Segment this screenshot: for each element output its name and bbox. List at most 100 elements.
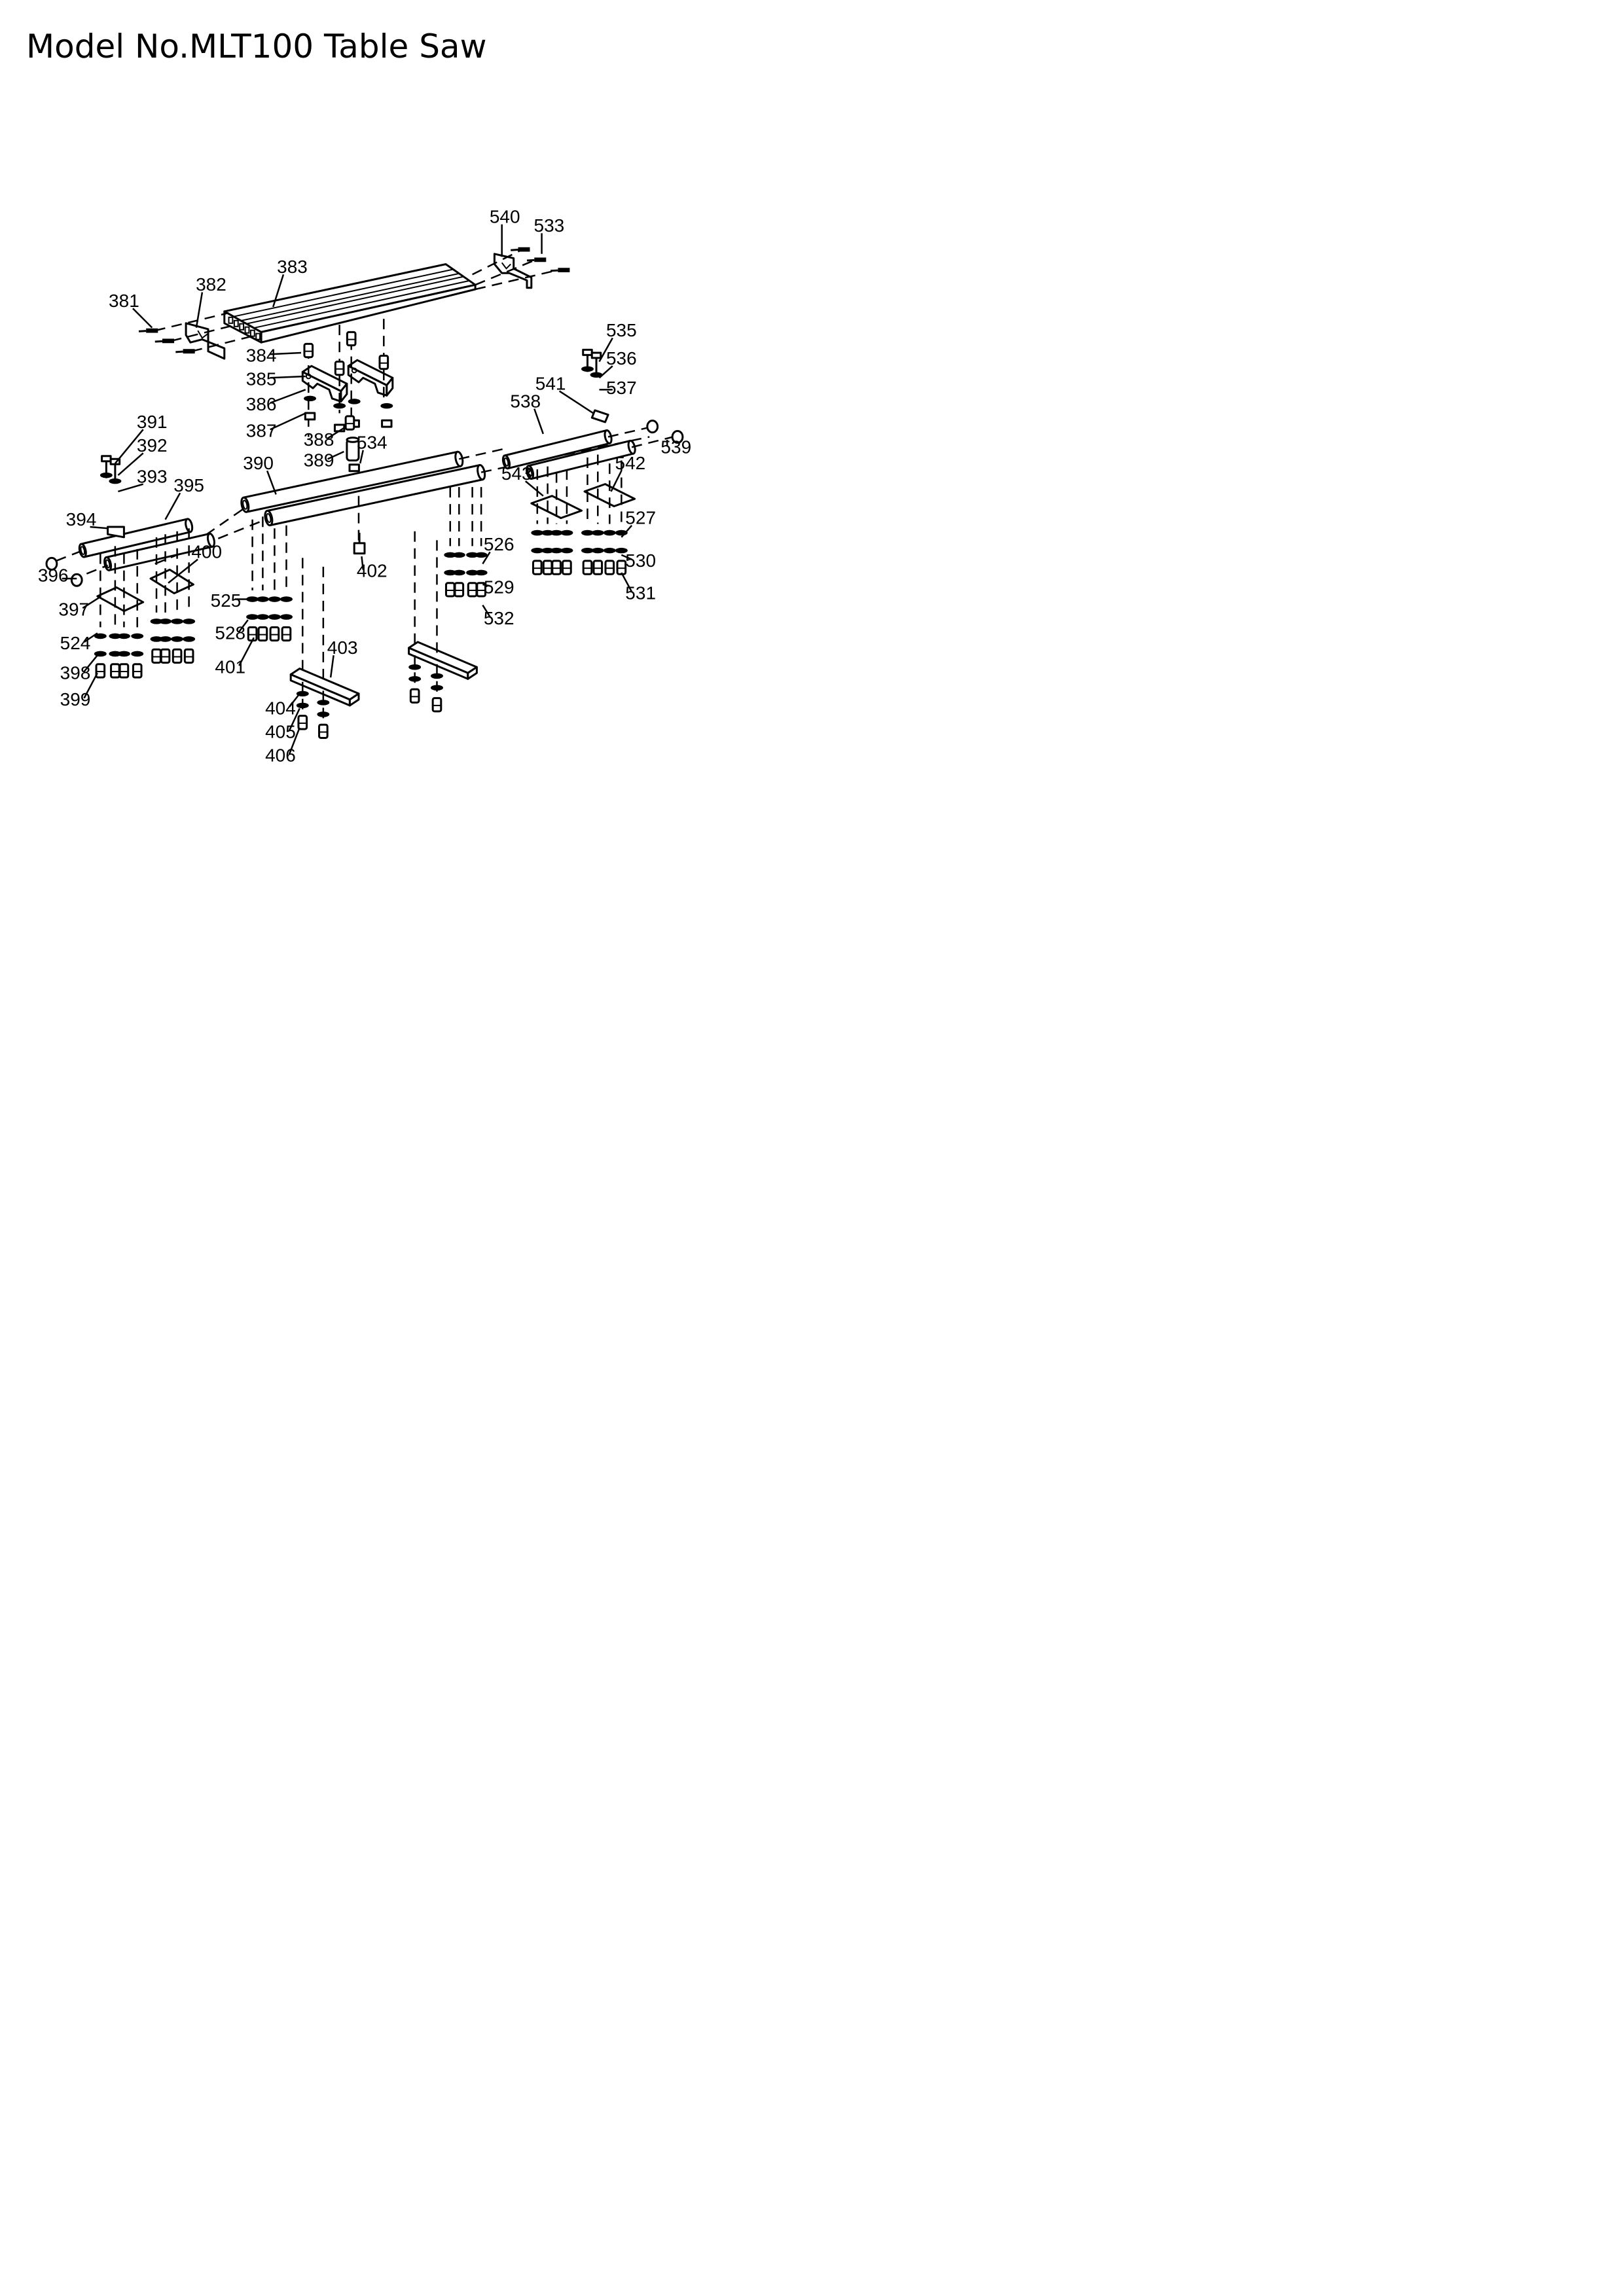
washer-icon: [94, 633, 107, 639]
end-cap-539-b: [671, 429, 684, 444]
part-number-399: 399: [60, 689, 91, 709]
washer-icon: [591, 547, 604, 554]
bolt-icon: [247, 626, 258, 642]
leader-line-385: [270, 375, 306, 379]
part-number-532: 532: [484, 608, 514, 628]
diagram-hardware: [94, 247, 628, 739]
washer-icon: [159, 636, 172, 642]
washer-icon: [183, 636, 196, 642]
dashed-assembly-line: [459, 448, 505, 460]
bolt-icon: [431, 697, 442, 713]
leader-line-543: [524, 480, 544, 497]
leader-line-389: [327, 450, 344, 460]
washer-icon: [531, 529, 544, 536]
mounting-plate-400: [149, 568, 194, 594]
part-number-527: 527: [625, 508, 656, 528]
bolt-icon: [269, 626, 280, 642]
bolt-icon: [551, 560, 562, 575]
dashed-assembly-line: [171, 323, 237, 342]
bolt-icon: [582, 560, 593, 575]
leader-line-538: [533, 408, 545, 435]
washer-icon: [256, 614, 269, 620]
dashed-assembly-line: [472, 250, 520, 276]
leader-line-383: [272, 274, 285, 308]
part-number-542: 542: [615, 453, 646, 473]
screw-tip-icon: [550, 268, 570, 272]
part-number-535: 535: [606, 320, 637, 340]
bolt-icon: [378, 354, 389, 370]
washer-icon: [603, 547, 616, 554]
bolt-icon: [257, 626, 268, 642]
part-number-401: 401: [215, 656, 245, 677]
part-number-385: 385: [246, 369, 277, 389]
part-number-394: 394: [66, 509, 97, 529]
leader-line-386: [270, 389, 306, 404]
washer-icon: [541, 529, 554, 536]
dashed-assembly-line: [154, 312, 229, 332]
leader-line-405: [288, 708, 300, 731]
washer-icon: [171, 619, 184, 624]
rail-bracket-541: [590, 409, 609, 423]
leader-line-530: [621, 554, 632, 560]
washer-icon: [131, 651, 144, 657]
dashed-assembly-line: [475, 269, 558, 291]
leader-line-390: [266, 470, 277, 495]
bolt-icon: [532, 560, 543, 575]
part-number-390: 390: [243, 453, 274, 473]
leader-line-401: [238, 637, 255, 666]
bolt-icon: [318, 723, 329, 739]
leader-line-531: [621, 572, 633, 592]
washer-icon: [183, 619, 196, 624]
washer-icon: [99, 472, 113, 478]
washer-icon: [408, 676, 422, 682]
part-number-538: 538: [510, 391, 541, 411]
part-number-384: 384: [246, 345, 277, 365]
side-rail-538-upper: [501, 429, 613, 470]
washer-icon: [131, 633, 144, 639]
washer-icon: [591, 529, 604, 536]
washer-icon: [380, 403, 393, 409]
washer-icon: [268, 596, 281, 602]
bolt-icon: [604, 560, 615, 575]
part-number-389: 389: [304, 450, 334, 471]
washer-icon: [590, 372, 603, 378]
part-number-529: 529: [484, 577, 514, 598]
washer-icon: [109, 633, 122, 639]
washer-icon: [171, 636, 184, 642]
extension-table-383: [223, 263, 477, 344]
leader-line-406: [288, 727, 300, 755]
leader-line-382: [195, 292, 204, 328]
leader-line-391: [114, 429, 144, 464]
washer-icon: [560, 529, 573, 536]
washer-icon: [150, 619, 163, 624]
washer-icon: [117, 633, 130, 639]
leader-line-400: [168, 558, 198, 584]
bolt-icon: [344, 415, 355, 431]
washer-icon: [296, 702, 309, 709]
bolt-icon: [444, 582, 456, 598]
leader-line-535: [598, 337, 613, 363]
mounting-bracket-385: [347, 359, 394, 397]
side-rail-395-lower: [103, 532, 215, 571]
part-number-537: 537: [606, 378, 637, 398]
part-number-536: 536: [606, 348, 637, 368]
main-rail-390-lower: [264, 464, 486, 527]
leader-line-532: [482, 604, 491, 618]
part-number-393: 393: [137, 466, 168, 486]
part-number-539: 539: [660, 437, 691, 457]
mounting-plate-397: [96, 586, 145, 613]
end-cap-539: [646, 420, 659, 434]
end-bracket-540: [493, 253, 533, 289]
part-number-533: 533: [534, 215, 565, 236]
part-number-403: 403: [327, 637, 358, 658]
washer-icon: [560, 547, 573, 554]
washer-icon: [109, 651, 122, 657]
leader-line-398: [83, 655, 98, 672]
leader-line-404: [288, 693, 300, 708]
bolt-icon: [281, 626, 292, 642]
washer-icon: [348, 399, 361, 404]
washer-icon: [431, 685, 443, 691]
end-cap-396: [70, 573, 83, 587]
part-number-400: 400: [191, 541, 222, 562]
